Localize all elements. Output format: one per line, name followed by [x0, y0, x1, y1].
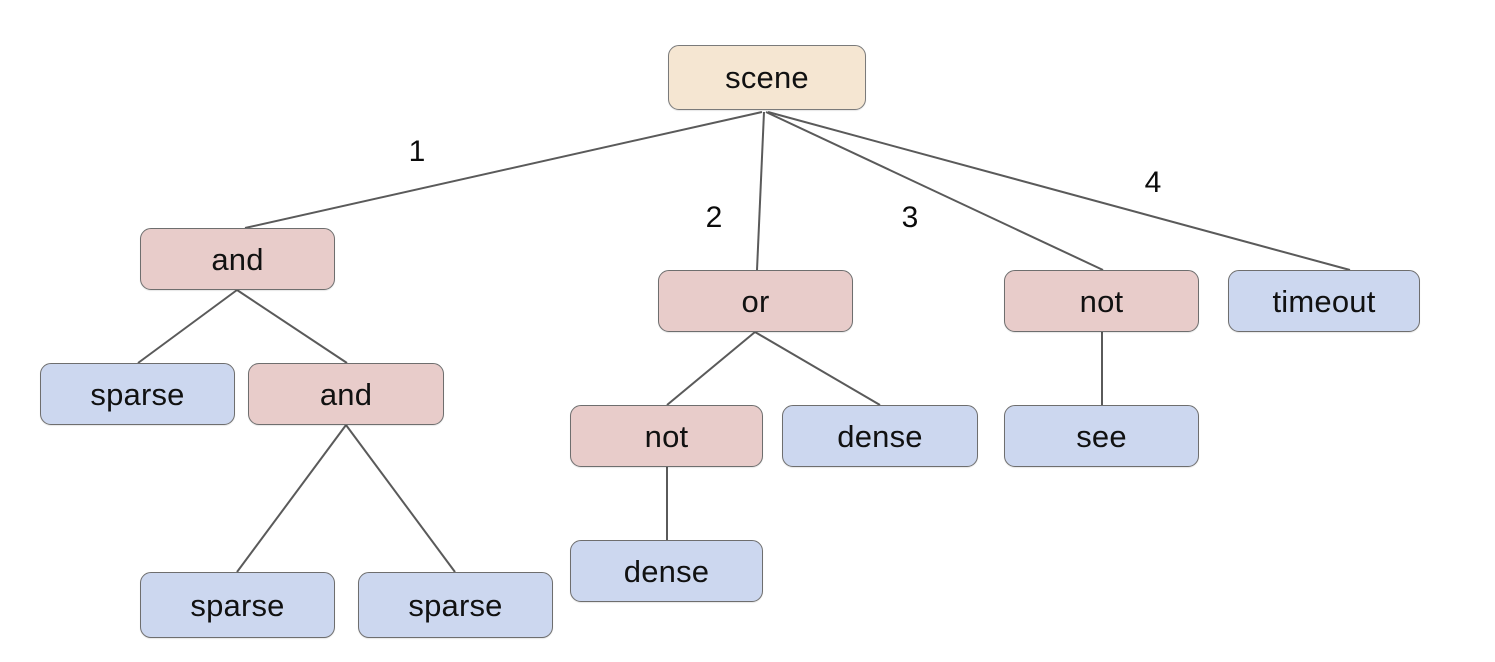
tree-node-label: timeout: [1272, 283, 1376, 319]
tree-edge: [244, 111, 763, 229]
tree-node-label: or: [741, 283, 770, 319]
tree-edge: [666, 331, 756, 406]
tree-node-or1[interactable]: or: [658, 270, 853, 332]
tree-edge: [765, 111, 1104, 271]
tree-node-timeout1[interactable]: timeout: [1228, 270, 1420, 332]
edge-order-label: 3: [901, 201, 919, 234]
tree-node-label: sparse: [90, 376, 185, 412]
tree-node-label: scene: [725, 60, 809, 95]
tree-edge: [756, 111, 765, 271]
tree-node-label: dense: [837, 418, 923, 454]
edge-order-label: 2: [705, 201, 723, 234]
tree-node-sparse1[interactable]: sparse: [40, 363, 235, 425]
tree-node-see1[interactable]: see: [1004, 405, 1199, 467]
tree-node-label: not: [1079, 283, 1124, 319]
tree-node-and2[interactable]: and: [248, 363, 444, 425]
tree-edge: [137, 289, 238, 364]
tree-node-label: see: [1076, 418, 1127, 454]
tree-node-scene[interactable]: scene: [668, 45, 866, 110]
tree-edge: [345, 424, 456, 573]
tree-node-label: and: [319, 376, 373, 412]
tree-node-and1[interactable]: and: [140, 228, 335, 290]
tree-node-label: and: [211, 241, 264, 277]
tree-node-not1[interactable]: not: [1004, 270, 1199, 332]
tree-node-label: sparse: [408, 587, 503, 623]
edge-order-label: 1: [408, 135, 426, 168]
tree-edge: [236, 289, 348, 364]
tree-edge: [754, 331, 881, 406]
tree-node-sparse3[interactable]: sparse: [358, 572, 553, 638]
tree-node-label: dense: [623, 553, 710, 589]
tree-node-label: sparse: [190, 587, 285, 623]
tree-edge: [767, 111, 1351, 271]
tree-node-dense1[interactable]: dense: [782, 405, 978, 467]
tree-node-not2[interactable]: not: [570, 405, 763, 467]
tree-edge: [236, 424, 347, 573]
tree-node-dense2[interactable]: dense: [570, 540, 763, 602]
edge-order-label: 4: [1144, 166, 1162, 199]
tree-node-label: not: [644, 418, 689, 454]
tree-node-sparse2[interactable]: sparse: [140, 572, 335, 638]
